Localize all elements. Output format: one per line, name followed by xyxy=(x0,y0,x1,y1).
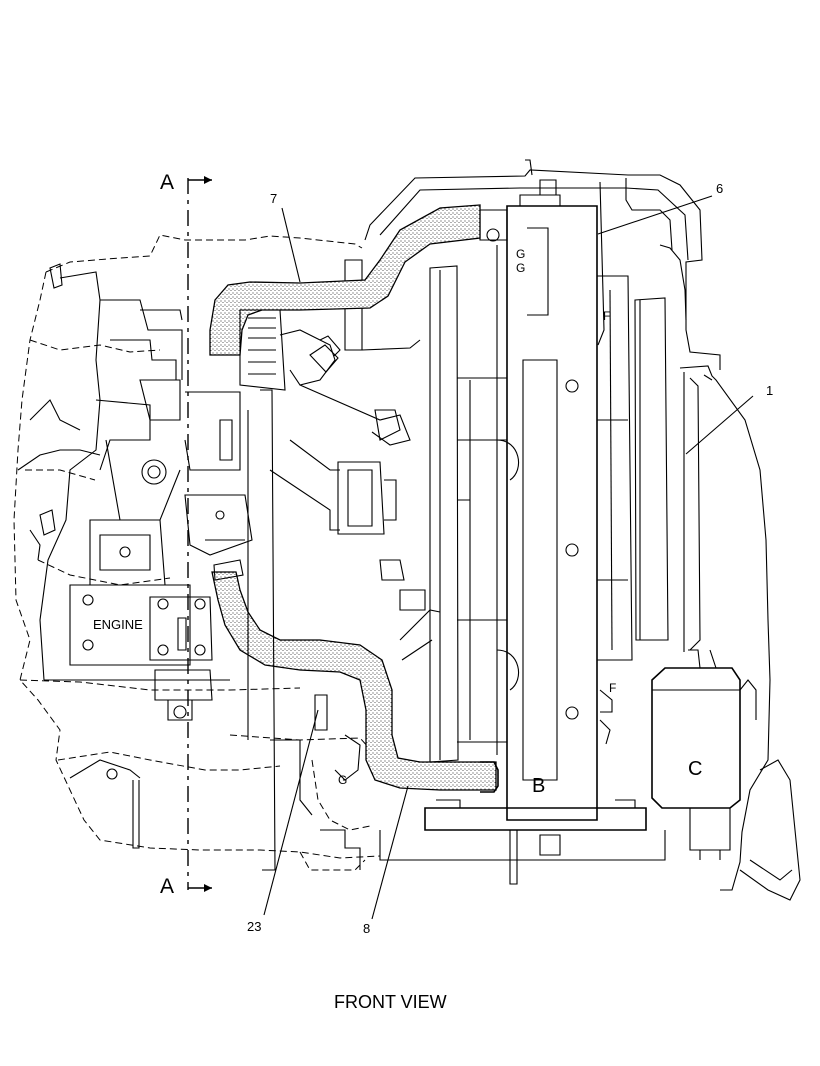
component-label-b: B xyxy=(532,775,545,797)
view-caption: FRONT VIEW xyxy=(334,992,447,1012)
section-line-a-a xyxy=(187,176,212,892)
callout-6: 6 xyxy=(716,181,723,196)
section-label-bottom: A xyxy=(160,875,174,898)
radiator-core xyxy=(429,159,669,821)
component-label-g3: G xyxy=(338,773,347,787)
radiator-housing xyxy=(344,169,721,370)
leader-lines xyxy=(263,195,754,920)
component-label-f1: F xyxy=(609,681,616,695)
upper-hose-part-7 xyxy=(209,204,481,356)
callout-8: 8 xyxy=(363,921,370,936)
component-label-c: C xyxy=(688,758,702,780)
coolant-tank xyxy=(651,649,801,901)
engine-label: ENGINE xyxy=(93,617,143,632)
middle-components xyxy=(239,309,441,871)
base-frame xyxy=(379,689,666,885)
engine-components xyxy=(17,263,253,849)
callout-23: 23 xyxy=(247,919,261,934)
machine-outline xyxy=(13,234,381,871)
lower-hose-part-8 xyxy=(211,559,499,793)
shroud-part-1 xyxy=(679,365,771,891)
component-label-g1: G xyxy=(516,247,525,261)
section-label-top: A xyxy=(160,171,174,194)
callout-1: 1 xyxy=(766,383,773,398)
callout-7: 7 xyxy=(270,191,277,206)
component-label-f2: F xyxy=(603,309,610,323)
component-label-g2: G xyxy=(516,261,525,275)
